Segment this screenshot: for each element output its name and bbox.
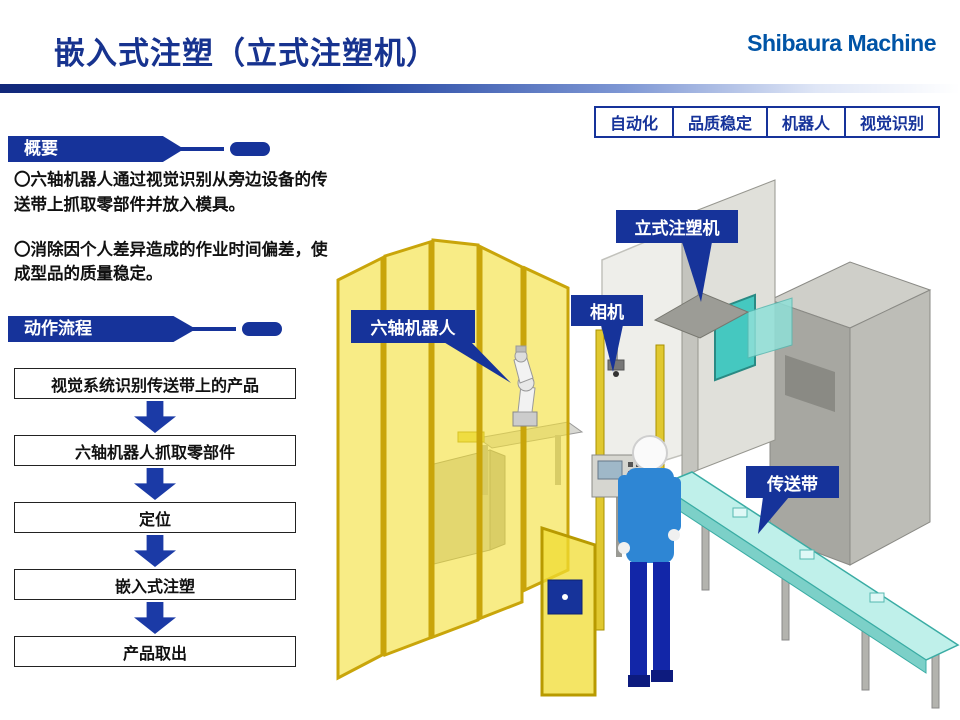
flow-step-2: 六轴机器人抓取零部件 <box>14 435 296 466</box>
conveyor-callout-pointer <box>758 497 789 534</box>
flow-step-3: 定位 <box>14 502 296 533</box>
operator-person <box>618 435 681 687</box>
safety-fence <box>336 238 570 681</box>
machine-callout-pointer <box>682 242 712 302</box>
flow-step-5: 产品取出 <box>14 636 296 667</box>
overview-banner-tail-pill <box>230 142 270 156</box>
front-fence-panel <box>540 525 597 697</box>
process-flowchart: 视觉系统识别传送带上的产品 六轴机器人抓取零部件 定位 嵌入式注塑 产品取出 <box>14 368 296 667</box>
callout-pointers <box>442 242 789 534</box>
conveyor-callout-label: 传送带 <box>746 466 839 498</box>
page-title: 嵌入式注塑（立式注塑机） <box>54 36 438 71</box>
flow-banner-tail-pill <box>242 322 282 336</box>
flow-down-arrow-icon <box>134 535 176 567</box>
overview-banner-tail-line <box>178 147 224 151</box>
tag-quality: 品质稳定 <box>671 106 768 138</box>
flow-heading-banner: 动作流程 <box>8 316 196 342</box>
tag-vision: 视觉识别 <box>843 106 940 138</box>
robot-callout-pointer <box>442 341 511 383</box>
overview-bullet-1: 〇六轴机器人通过视觉识别从旁边设备的传送带上抓取零部件并放入模具。 <box>14 170 328 214</box>
six-axis-robot <box>512 345 538 427</box>
machine-callout-label: 立式注塑机 <box>616 210 738 243</box>
flow-step-4: 嵌入式注塑 <box>14 569 296 600</box>
shibaura-machine-logo: Shibaura Machine <box>747 30 936 56</box>
conveyor-belt <box>658 471 960 709</box>
flow-step-1: 视觉系统识别传送带上的产品 <box>14 368 296 399</box>
machine-bank <box>768 261 932 566</box>
flow-down-arrow-icon <box>134 602 176 634</box>
machine-cell-illustration <box>336 179 960 709</box>
flow-down-arrow-icon <box>134 468 176 500</box>
title-divider-bar <box>0 84 960 93</box>
camera-callout-pointer <box>601 325 623 372</box>
flow-down-arrow-icon <box>134 401 176 433</box>
camera-callout-label: 相机 <box>571 295 643 326</box>
tag-automation: 自动化 <box>593 106 674 138</box>
tag-robot: 机器人 <box>765 106 846 138</box>
flow-banner-tail-line <box>190 327 236 331</box>
overview-bullet-2: 〇消除因个人差异造成的作业时间偏差，使成型品的质量稳定。 <box>14 239 328 284</box>
keyword-tags: 自动化 品质稳定 机器人 视觉识别 <box>593 106 940 138</box>
overview-heading-banner: 概要 <box>8 136 184 162</box>
robot-callout-label: 六轴机器人 <box>351 310 475 343</box>
overview-bullets: 〇六轴机器人通过视觉识别从旁边设备的传送带上抓取零部件并放入模具。 〇消除因个人… <box>14 168 336 307</box>
